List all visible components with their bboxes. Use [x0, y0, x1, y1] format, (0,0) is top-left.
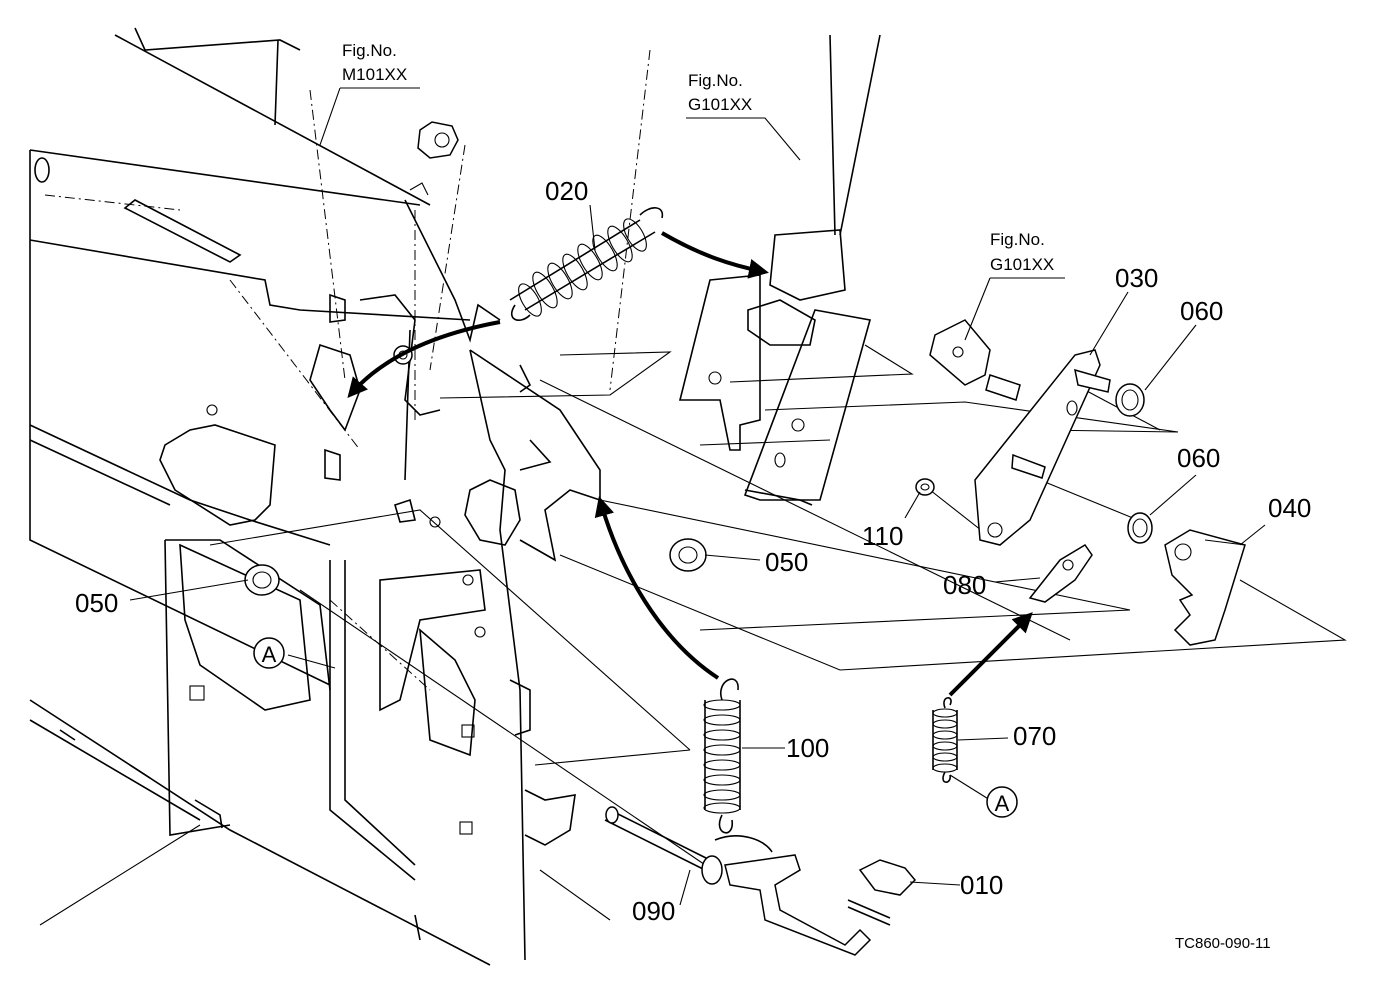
- frame-panel: [29, 27, 491, 966]
- washer-060-upper: [1115, 383, 1145, 417]
- part-label-050-right: 050: [765, 547, 808, 577]
- part-label-010: 010: [960, 870, 1003, 900]
- spring-070: [932, 697, 958, 783]
- part-label-050-left: 050: [75, 588, 118, 618]
- part-label-080: 080: [943, 570, 986, 600]
- bushing-050-left: [244, 564, 280, 596]
- part-label-020: 020: [545, 176, 588, 206]
- marker-a-left: A: [253, 637, 285, 669]
- fig-ref-g101xx-lower-line1: Fig.No.: [990, 230, 1045, 249]
- drawing-code: TC860-090-11: [1175, 935, 1271, 952]
- fig-ref-g101xx-upper-line2: G101XX: [688, 95, 752, 114]
- plate-030: [974, 349, 1111, 546]
- bushing-050-right: [669, 538, 707, 572]
- part-label-100: 100: [786, 733, 829, 763]
- fig-ref-g101xx-upper-line1: Fig.No.: [688, 71, 743, 90]
- fig-ref-g101xx-lower: Fig.No. G101XX: [990, 230, 1054, 274]
- part-label-040: 040: [1268, 493, 1311, 523]
- marker-a-right: A: [986, 786, 1018, 818]
- spring-020: [509, 207, 664, 321]
- upper-shaft: [678, 34, 881, 506]
- part-label-110: 110: [862, 521, 903, 551]
- fig-ref-g101xx-lower-line2: G101XX: [990, 255, 1054, 274]
- part-label-070: 070: [1013, 721, 1056, 751]
- fig-ref-m101xx-line2: M101XX: [342, 65, 407, 84]
- marker-a-right-text: A: [995, 791, 1010, 816]
- fig-ref-g101xx-upper: Fig.No. G101XX: [688, 71, 752, 114]
- pedal-pad-010: [847, 859, 917, 926]
- part-label-060-upper: 060: [1180, 296, 1223, 326]
- pedal-shaft-090: [604, 806, 872, 956]
- part-label-030: 030: [1115, 263, 1158, 293]
- nut-top: [409, 121, 459, 196]
- clip-110: [915, 478, 935, 496]
- marker-a-left-text: A: [262, 642, 277, 667]
- latch-080: [1028, 543, 1093, 603]
- part-label-090: 090: [632, 896, 675, 926]
- assembly-arrows: [347, 231, 1033, 697]
- reference-lines: [44, 49, 651, 691]
- leader-lines: [129, 87, 1266, 906]
- fig-ref-m101xx: Fig.No. M101XX: [342, 41, 407, 84]
- switch-block: [929, 319, 1021, 401]
- spring-100: [703, 678, 741, 834]
- part-label-060-lower: 060: [1177, 443, 1220, 473]
- washer-060-lower: [1127, 512, 1153, 544]
- fig-ref-m101xx-line1: Fig.No.: [342, 41, 397, 60]
- pedal-bracket: [206, 199, 601, 961]
- cam-plate-040: [1164, 529, 1246, 646]
